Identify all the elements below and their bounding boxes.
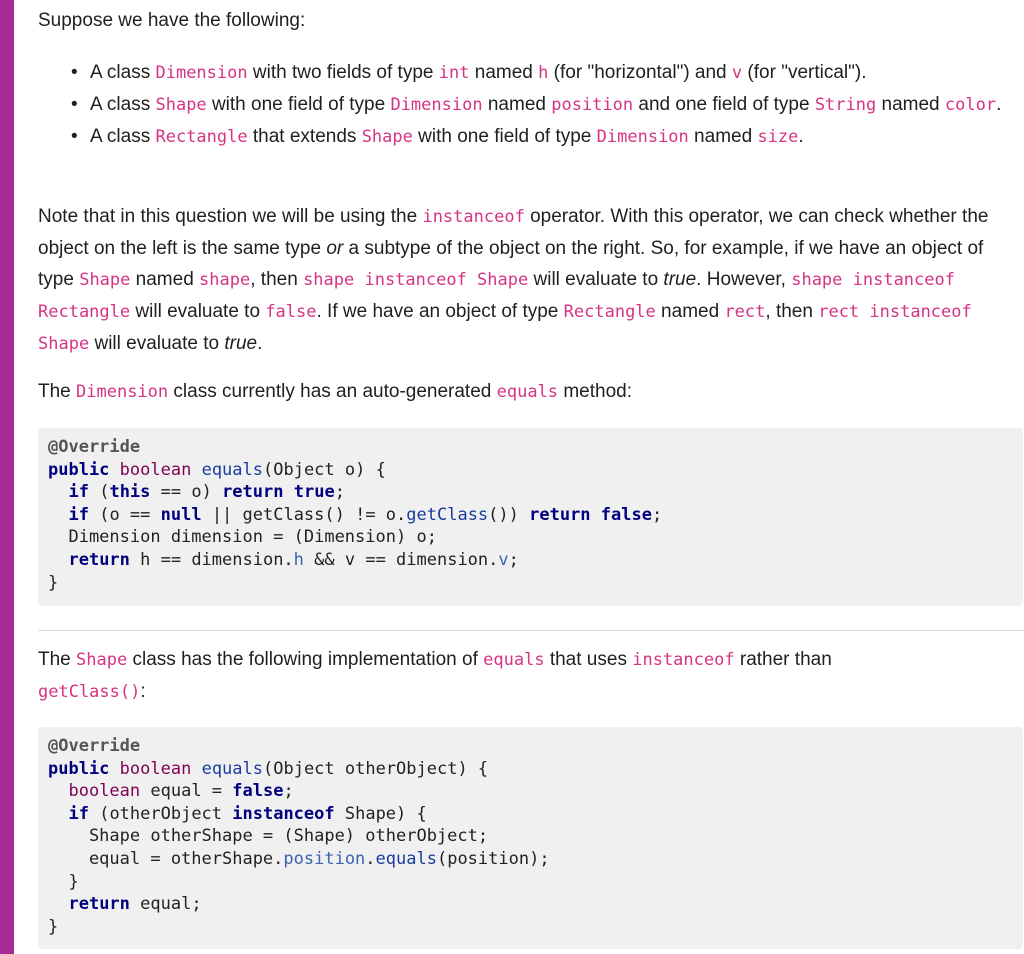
left-accent-bar bbox=[0, 0, 14, 954]
list-item: A class Rectangle that extends Shape wit… bbox=[38, 121, 1024, 153]
list-item: A class Shape with one field of type Dim… bbox=[38, 89, 1024, 121]
section-divider bbox=[38, 630, 1024, 631]
dimension-paragraph: The Dimension class currently has an aut… bbox=[38, 381, 632, 402]
intro-text: Suppose we have the following: bbox=[38, 10, 306, 31]
list-item: A class Dimension with two fields of typ… bbox=[38, 57, 1024, 89]
shape-equals-code: @Override public boolean equals(Object o… bbox=[38, 727, 1023, 949]
dimension-equals-code: @Override public boolean equals(Object o… bbox=[38, 428, 1023, 606]
instanceof-note: Note that in this question we will be us… bbox=[38, 206, 989, 354]
class-list: A class Dimension with two fields of typ… bbox=[38, 57, 1024, 153]
shape-paragraph: The Shape class has the following implem… bbox=[38, 649, 832, 702]
